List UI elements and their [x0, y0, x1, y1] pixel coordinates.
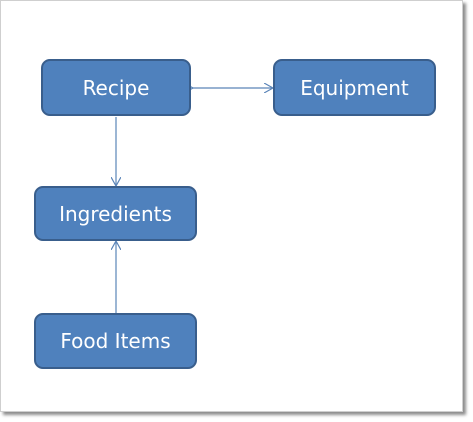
node-ingredients-label: Ingredients	[59, 201, 172, 226]
node-recipe[interactable]: Recipe	[41, 59, 191, 116]
node-equipment-label: Equipment	[300, 75, 409, 100]
node-recipe-label: Recipe	[82, 75, 150, 100]
node-food-items-label: Food Items	[60, 329, 171, 353]
node-ingredients[interactable]: Ingredients	[34, 186, 197, 241]
node-food-items[interactable]: Food Items	[34, 313, 197, 369]
node-equipment[interactable]: Equipment	[273, 59, 436, 116]
